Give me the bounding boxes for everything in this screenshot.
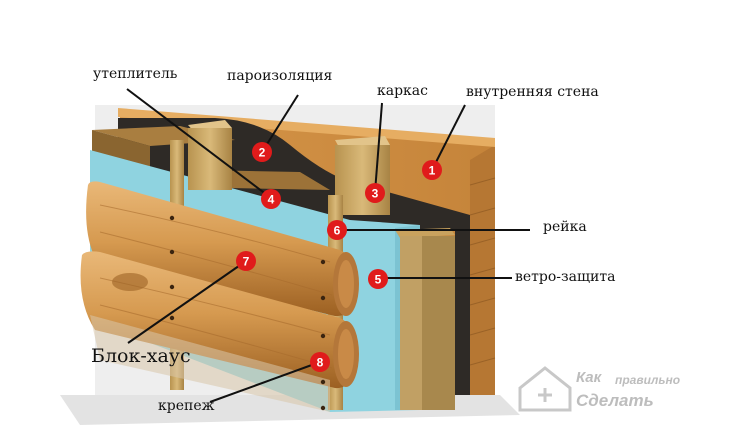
marker-2: 2 bbox=[252, 142, 272, 162]
label-frame: каркас bbox=[377, 83, 428, 99]
label-fastener: крепеж bbox=[158, 398, 215, 414]
inner-wall-right-face bbox=[470, 145, 495, 395]
marker-8: 8 bbox=[310, 352, 330, 372]
marker-2-number: 2 bbox=[259, 146, 266, 160]
label-block-house: Блок-хаус bbox=[91, 345, 191, 367]
insulation-board-top-face bbox=[92, 130, 150, 170]
fastener-dots bbox=[169, 215, 326, 411]
marker-5-number: 5 bbox=[375, 273, 382, 287]
marker-1-number: 1 bbox=[429, 164, 436, 178]
marker-5: 5 bbox=[368, 269, 388, 289]
label-insulation: утеплитель bbox=[93, 66, 178, 82]
label-wind-protection: ветро-защита bbox=[515, 269, 616, 285]
marker-3-number: 3 bbox=[372, 187, 379, 201]
marker-6-number: 6 bbox=[334, 224, 341, 238]
house-logo-icon bbox=[518, 366, 572, 412]
marker-8-number: 8 bbox=[317, 356, 324, 370]
leader-lines bbox=[126, 88, 530, 403]
insulation-board-mid bbox=[200, 170, 330, 190]
label-inner-wall: внутренняя стена bbox=[466, 84, 599, 100]
label-batten: рейка bbox=[543, 219, 587, 235]
block-house-logs bbox=[80, 181, 359, 412]
label-vapor-barrier: пароизоляция bbox=[227, 68, 333, 84]
watermark-line2: правильно bbox=[615, 373, 681, 387]
watermark-line3: Сделать bbox=[576, 391, 654, 410]
marker-1: 1 bbox=[422, 160, 442, 180]
marker-7-number: 7 bbox=[243, 255, 250, 269]
watermark-line1: Как bbox=[576, 369, 602, 386]
marker-4: 4 bbox=[261, 189, 281, 209]
marker-3: 3 bbox=[365, 183, 385, 203]
marker-4-number: 4 bbox=[268, 193, 275, 207]
marker-6: 6 bbox=[327, 220, 347, 240]
marker-7: 7 bbox=[236, 251, 256, 271]
inner-wall-top bbox=[118, 108, 495, 147]
